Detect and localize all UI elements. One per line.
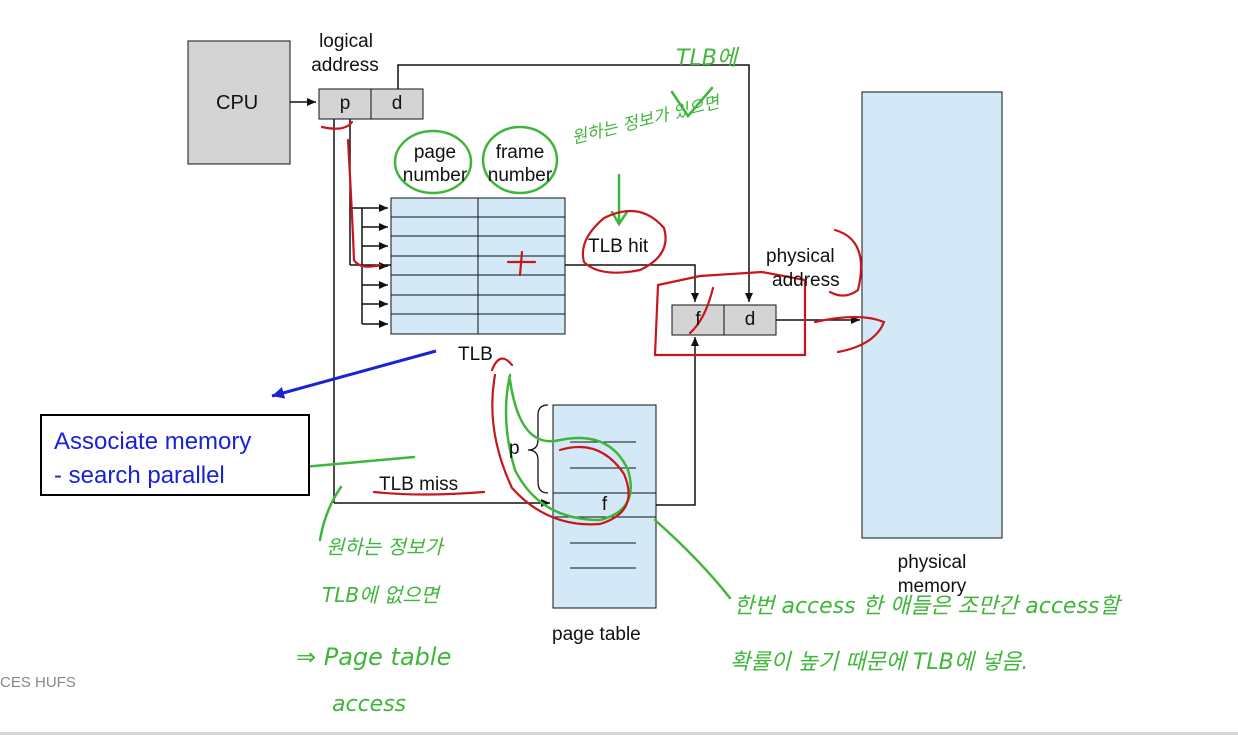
annotation-miss-note-1: 원하는 정보가 (326, 535, 443, 559)
logical-address-p-cell (318, 88, 372, 120)
page-number-label-1: page (413, 142, 457, 163)
annotation-page-table-access-2: access (332, 692, 407, 717)
physical-memory-label-2: memory (897, 576, 967, 597)
search-parallel-text: - search parallel (54, 462, 225, 489)
slide-bottom-border (0, 732, 1238, 735)
f-cell-label: f (695, 309, 701, 330)
annotation-locality-line2: 확률이 높기 때문에 TLB에 넣음. (730, 650, 1029, 675)
tlb-miss-label: TLB miss (379, 474, 459, 495)
logical-address-label-2: address (311, 55, 379, 76)
logical-address-label-1: logical (319, 31, 373, 52)
physical-address-d-cell (723, 304, 777, 336)
annotation-tlb-note: TLB에 (676, 46, 738, 71)
physical-address-label-2: address (772, 270, 840, 291)
tlb-label: TLB (458, 344, 493, 365)
logical-address-d-cell (370, 88, 424, 120)
physical-memory-label-1: physical (897, 552, 967, 573)
page-table-p-label: p (509, 438, 520, 459)
physical-address-f-cell (671, 304, 725, 336)
physical-address-label-1: physical (766, 246, 835, 267)
page-table-f-label: f (601, 494, 608, 515)
d-cell-label: d (391, 93, 403, 114)
footer-credit: CES HUFS (0, 674, 76, 691)
annotation-miss-note-2: TLB에 없으면 (322, 583, 440, 607)
annotation-locality-line1: 한번 access 한 애들은 조만간 access할 (734, 594, 1120, 619)
page-number-label-2: number (402, 165, 468, 186)
frame-number-label-2: number (487, 165, 553, 186)
p-cell-label: p (339, 93, 351, 114)
page-table-label: page table (552, 624, 641, 645)
tlb-hit-label: TLB hit (588, 236, 649, 257)
tlb-table (390, 197, 566, 335)
physical-memory-box (861, 91, 1003, 539)
cpu-label: CPU (216, 92, 259, 114)
cpu-box (187, 40, 291, 165)
associate-memory-text: Associate memory (54, 428, 252, 455)
annotation-page-table-access-1: ⇒ Page table (296, 643, 452, 671)
phys-d-cell-label: d (744, 309, 756, 330)
frame-number-label-1: frame (495, 142, 545, 163)
associate-memory-box: Associate memory - search parallel (40, 414, 310, 496)
